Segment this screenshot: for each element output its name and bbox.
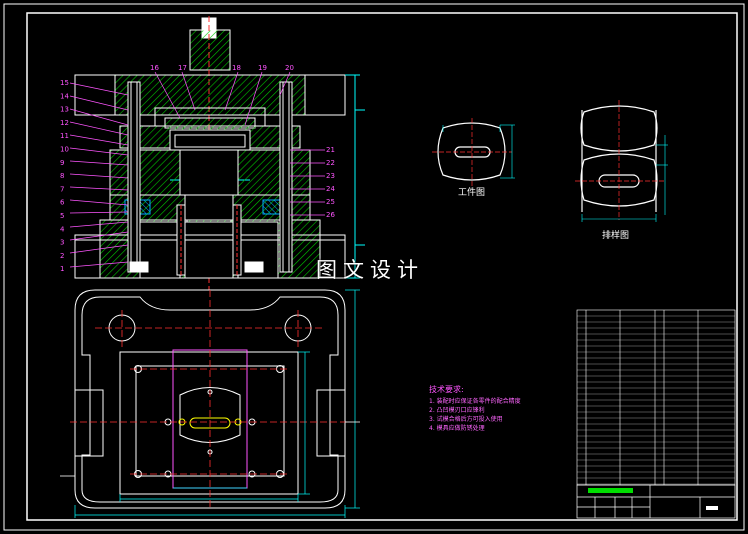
title-block (576, 484, 736, 519)
part-number-label: 11 (60, 132, 69, 140)
part-number-label: 4 (60, 225, 65, 233)
workpiece-drawing (432, 118, 515, 188)
part-numbers-right: 21 22 23 24 25 26 (326, 146, 335, 219)
leader-lines-left (69, 82, 129, 268)
part-number-label: 25 (326, 198, 335, 206)
part-number-label: 9 (60, 159, 64, 167)
part-number-label: 20 (285, 64, 294, 72)
section-view (74, 16, 365, 290)
part-number-label: 3 (60, 239, 64, 247)
plan-centerlines (70, 290, 350, 510)
part-number-label: 14 (60, 92, 69, 100)
part-number-label: 23 (326, 172, 335, 180)
part-number-label: 15 (60, 79, 69, 87)
leader-lines-top (154, 71, 291, 126)
watermark-text: 图文设计 (316, 258, 424, 282)
part-number-label: 10 (60, 146, 69, 154)
layout-caption: 排样图 (602, 231, 630, 241)
tech-requirement-line: 3. 试模合格后方可投入使用 (429, 416, 503, 423)
part-number-label: 18 (232, 64, 241, 72)
part-number-label: 6 (60, 199, 65, 207)
part-number-label: 22 (326, 159, 335, 167)
section-markers (60, 421, 360, 477)
part-number-label: 16 (150, 64, 159, 72)
part-number-label: 21 (326, 146, 335, 154)
part-number-label: 5 (60, 212, 64, 220)
tech-requirements-title: 技术要求: (429, 385, 464, 394)
part-number-label: 7 (60, 185, 64, 193)
leader-lines-right (290, 149, 325, 216)
part-number-label: 19 (258, 64, 267, 72)
strip-layout-drawing (575, 100, 668, 222)
part-number-label: 24 (326, 185, 335, 193)
part-number-label: 8 (60, 172, 64, 180)
part-numbers-left: 15 14 13 12 11 10 9 8 7 6 5 4 3 2 1 (60, 79, 69, 273)
plan-dimensions (74, 289, 360, 518)
outer-border (3, 3, 745, 531)
part-number-label: 1 (60, 265, 64, 273)
part-number-label: 13 (60, 106, 69, 114)
inner-border (26, 12, 738, 521)
part-number-label: 17 (178, 64, 187, 72)
workpiece-caption: 工件图 (458, 188, 486, 198)
part-numbers-top: 16 17 18 19 20 (150, 64, 294, 72)
part-number-label: 26 (326, 211, 335, 219)
tech-requirement-line: 2. 凸凹模刃口应锋利 (429, 407, 485, 414)
part-number-label: 2 (60, 252, 64, 260)
tech-requirement-line: 1. 装配时应保证各零件的配合精度 (429, 398, 521, 405)
part-number-label: 12 (60, 119, 69, 127)
parts-list-rows (577, 315, 735, 485)
tech-requirement-line: 4. 模具应做防锈处理 (429, 425, 485, 432)
parts-list-table (576, 309, 736, 486)
